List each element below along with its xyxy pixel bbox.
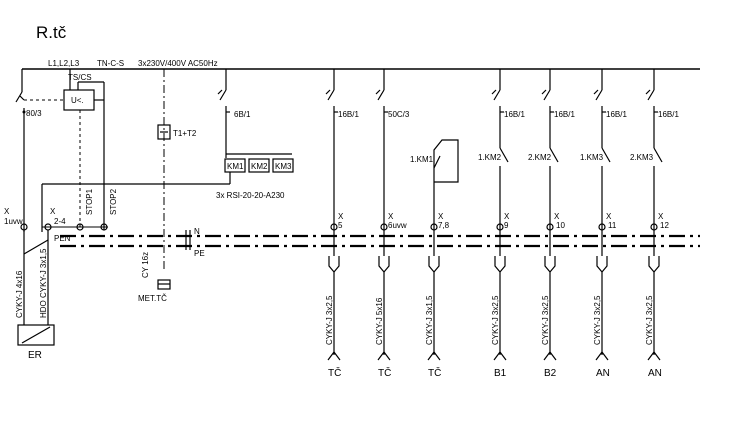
er-box [17, 324, 55, 346]
breaker-6b1 [217, 69, 230, 158]
supply-system: TN-C-S [97, 59, 124, 68]
contactor-km1 [224, 158, 246, 173]
transformer-symbol [157, 124, 171, 140]
circuit-6-breaker: 50C/3 [388, 110, 410, 119]
circuit-7-contact: 1.KM1 [410, 155, 434, 164]
met-cable-label: CY 16z [141, 252, 150, 278]
contactor-km1-label: KM1 [227, 162, 244, 171]
er-label: ER [28, 350, 42, 361]
circuit-9 [491, 69, 509, 361]
circuit-10-breaker: 16B/1 [554, 110, 575, 119]
supply-voltage: 3x230V/400V AC50Hz [138, 59, 218, 68]
circuit-10-cable: CYKY-J 3x2,5 [541, 295, 550, 345]
circuit-11 [593, 69, 611, 361]
terminal-2-4: 2-4 [54, 217, 66, 226]
circuit-5-cable: CYKY-J 3x2,5 [325, 295, 334, 345]
circuit-11-load: AN [596, 368, 610, 379]
circuit-9-terminal: 9 [504, 221, 509, 230]
stop2-label: STOP2 [109, 188, 118, 215]
er-cable-2-label: HDO CYKY-J 3x1,5 [39, 248, 48, 318]
terminal-x-2: X [50, 207, 56, 216]
er-box-diagonal [21, 326, 51, 344]
diagram-title: R.tč [36, 23, 67, 42]
n-label: N [194, 227, 200, 236]
circuit-9-x: X [504, 212, 510, 221]
er-cable-1-label: CYKY-J 4x16 [15, 270, 24, 318]
transformer-label: T1+T2 [173, 129, 197, 138]
circuit-6-terminal: 6uvw [388, 221, 407, 230]
circuit-10 [541, 69, 559, 361]
contactor-km2-label: KM2 [251, 162, 268, 171]
circuit-7-load: TČ [428, 366, 441, 379]
circuit-6-x: X [388, 212, 394, 221]
contactor-km3-label: KM3 [275, 162, 292, 171]
circuit-11-terminal: 11 [608, 221, 617, 230]
circuit-9-load: B1 [494, 368, 507, 379]
circuit-12-terminal: 12 [660, 221, 669, 230]
circuit-5-load: TČ [328, 366, 341, 379]
circuit-5-terminal: 5 [338, 221, 343, 230]
circuit-5-x: X [338, 212, 344, 221]
terminal-x-1: X [4, 207, 10, 216]
circuit-9-cable: CYKY-J 3x2,5 [491, 295, 500, 345]
circuit-12-contact: 2.KM3 [630, 153, 654, 162]
circuit-6-load: TČ [378, 366, 391, 379]
circuit-10-x: X [554, 212, 560, 221]
circuit-11-cable: CYKY-J 3x2,5 [593, 295, 602, 345]
main-switch [15, 69, 26, 232]
contactor-type: 3x RSI-20-20-A230 [216, 191, 285, 200]
breaker-6b1-label: 6B/1 [234, 110, 251, 119]
circuit-11-contact: 1.KM3 [580, 153, 604, 162]
circuit-9-contact: 1.KM2 [478, 153, 502, 162]
circuit-12-x: X [658, 212, 664, 221]
circuit-11-breaker: 16B/1 [606, 110, 627, 119]
circuit-7-cable: CYKY-J 3x1,5 [425, 295, 434, 345]
terminal-1uvw: 1uvw [4, 217, 23, 226]
circuit-5 [325, 69, 341, 361]
circuit-6-cable: CYKY-J 5x16 [375, 297, 384, 345]
pe-label: PE [194, 249, 205, 258]
met-label: MET.TČ [138, 294, 167, 303]
ts-cs-label: TS/CS [68, 73, 92, 82]
circuit-12-breaker: 16B/1 [658, 110, 679, 119]
circuit-7-terminal: 7,8 [438, 221, 450, 230]
circuit-12-cable: CYKY-J 3x2,5 [645, 295, 654, 345]
circuit-5-breaker: 16B/1 [338, 110, 359, 119]
circuit-7-8 [427, 139, 459, 361]
contactor-km3 [272, 158, 294, 173]
circuit-12 [645, 69, 663, 361]
pen-label: PEN [54, 234, 71, 243]
circuit-12-load: AN [648, 368, 662, 379]
main-switch-rating: 80/3 [26, 109, 42, 118]
stop1-label: STOP1 [85, 188, 94, 215]
contactor-km2 [248, 158, 270, 173]
circuit-10-contact: 2.KM2 [528, 153, 552, 162]
circuit-10-load: B2 [544, 368, 557, 379]
circuit-6 [375, 69, 391, 361]
circuit-7-x: X [438, 212, 444, 221]
supply-phases: L1,L2,L3 [48, 59, 80, 68]
circuit-11-x: X [606, 212, 612, 221]
circuit-10-terminal: 10 [556, 221, 565, 230]
circuit-9-breaker: 16B/1 [504, 110, 525, 119]
pen-link [23, 239, 49, 255]
relay-label: U<. [71, 96, 84, 105]
